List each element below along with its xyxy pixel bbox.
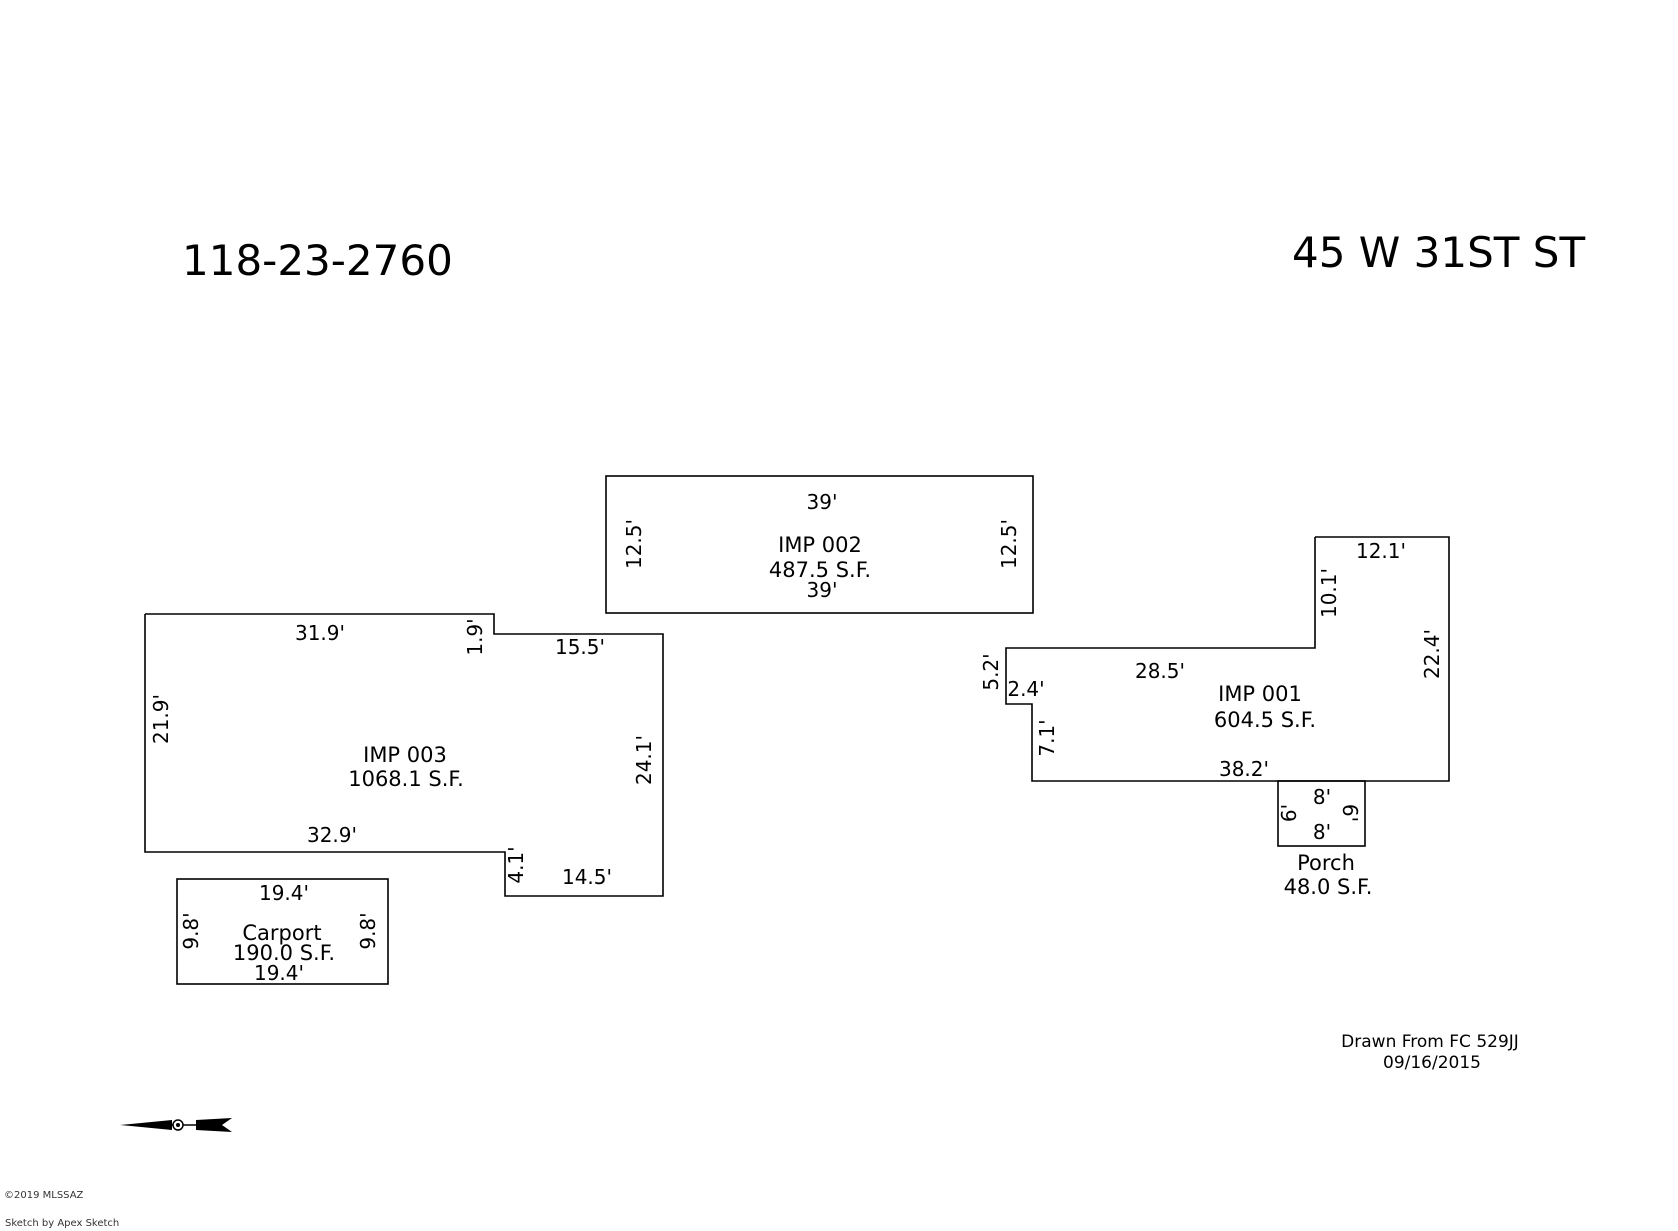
imp-003-outline xyxy=(144,613,664,897)
drawn-date: 09/16/2015 xyxy=(1383,1053,1481,1073)
parcel-number: 118-23-2760 xyxy=(182,236,453,285)
imp-002-area-value: 487.5 S.F. xyxy=(769,558,871,582)
imp-003-dim-left: 21.9' xyxy=(149,694,173,744)
drawn-from-note: Drawn From FC 529JJ xyxy=(1341,1032,1519,1052)
imp-002-name: IMP 002 xyxy=(778,533,862,557)
imp-001-area: 12.1' 10.1' 28.5' 22.4' IMP 001 604.5 S.… xyxy=(979,536,1450,782)
imp-001-dim-right: 22.4' xyxy=(1420,629,1444,679)
imp-003-dim-right: 24.1' xyxy=(632,735,656,785)
imp-001-name: IMP 001 xyxy=(1218,682,1302,706)
carport-area: 19.4' Carport 190.0 S.F. 19.4' 9.8' 9.8' xyxy=(176,878,389,985)
imp-003-dim-upper-right: 15.5' xyxy=(555,635,605,659)
carport-dim-left: 9.8' xyxy=(179,912,203,949)
imp-001-area-value: 604.5 S.F. xyxy=(1214,708,1316,732)
imp-002-dim-bottom: 39' xyxy=(807,578,838,602)
imp-001-dim-left-upper: 5.2' xyxy=(979,653,1003,690)
imp-001-outline xyxy=(1005,536,1450,782)
porch-area-value: 48.0 S.F. xyxy=(1284,875,1373,899)
imp-001-dim-inner: 10.1' xyxy=(1317,568,1341,618)
imp-002-dim-right: 12.5' xyxy=(997,519,1021,569)
imp-003-dim-top: 31.9' xyxy=(295,621,345,645)
porch-dim-bottom: 8' xyxy=(1313,820,1331,844)
imp-003-dim-bottom: 32.9' xyxy=(307,823,357,847)
imp-003-dim-notch: 1.9' xyxy=(463,618,487,655)
porch-dim-right: 6' xyxy=(1338,804,1362,822)
porch-name: Porch xyxy=(1297,851,1355,875)
imp-001-dim-left-lower: 7.1' xyxy=(1035,719,1059,756)
street-address: 45 W 31ST ST xyxy=(1292,228,1585,277)
imp-002-area: 39' IMP 002 487.5 S.F. 39' 12.5' 12.5' xyxy=(605,475,1034,614)
imp-002-dim-left: 12.5' xyxy=(622,519,646,569)
imp-001-dim-top-right: 12.1' xyxy=(1356,539,1406,563)
porch-dim-left: 6' xyxy=(1277,804,1301,822)
imp-003-dim-bottom-right: 14.5' xyxy=(562,865,612,889)
compass-icon xyxy=(120,1118,232,1132)
carport-dim-bottom: 19.4' xyxy=(254,961,304,985)
imp-001-dim-bottom: 38.2' xyxy=(1219,757,1269,781)
imp-002-outline xyxy=(605,475,1034,614)
imp-001-dim-left-step: 2.4' xyxy=(1007,677,1044,701)
imp-002-dim-top: 39' xyxy=(807,490,838,514)
imp-001-dim-top: 28.5' xyxy=(1135,659,1185,683)
imp-003-name: IMP 003 xyxy=(363,743,447,767)
imp-003-dim-step: 4.1' xyxy=(504,846,528,883)
porch-dim-top: 8' xyxy=(1313,785,1331,809)
carport-dim-right: 9.8' xyxy=(356,912,380,949)
carport-name: Carport xyxy=(242,921,321,945)
carport-area-value: 190.0 S.F. xyxy=(233,941,335,965)
copyright-text: ©2019 MLSSAZ xyxy=(4,1190,84,1201)
imp-003-area: 31.9' 1.9' 15.5' 21.9' 24.1' IMP 003 106… xyxy=(144,613,664,897)
imp-003-area-value: 1068.1 S.F. xyxy=(348,767,464,791)
carport-dim-top: 19.4' xyxy=(259,881,309,905)
porch-area: 8' 8' 6' 6' Porch 48.0 S.F. xyxy=(1277,780,1373,899)
sketch-credit: Sketch by Apex Sketch xyxy=(5,1218,119,1229)
porch-outline xyxy=(1277,780,1366,847)
carport-outline xyxy=(176,878,389,985)
